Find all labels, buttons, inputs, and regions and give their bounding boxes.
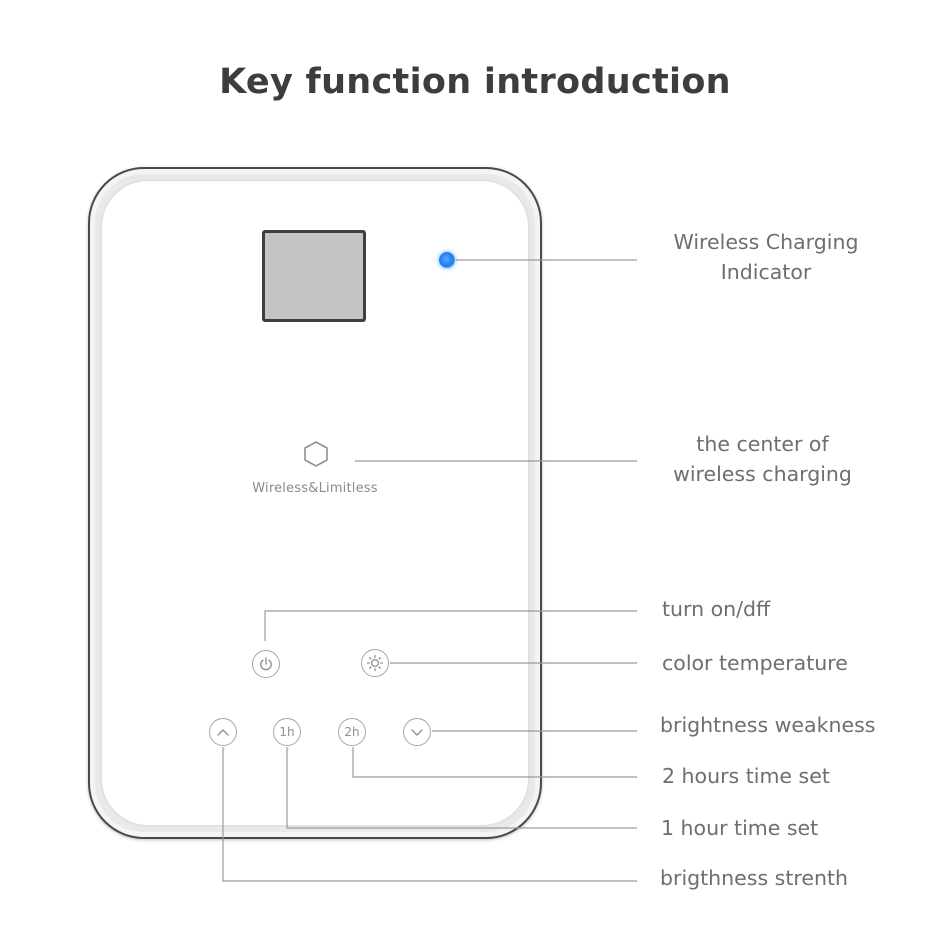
- hexagon-icon: [304, 441, 328, 467]
- label-brightness-down: brightness weakness: [660, 713, 876, 737]
- label-two-hour: 2 hours time set: [662, 764, 830, 788]
- label-power: turn on/dff: [662, 597, 771, 621]
- chevron-down-icon: [411, 729, 423, 736]
- brand-text: Wireless&Limitless: [252, 481, 378, 496]
- power-icon: [260, 657, 272, 671]
- label-wireless-indicator: Wireless Charging Indicator: [650, 227, 882, 287]
- brightness-down-button[interactable]: [403, 718, 431, 746]
- brightness-up-button[interactable]: [209, 718, 237, 746]
- one-hour-timer-button[interactable]: 1h: [273, 718, 301, 746]
- label-wireless-indicator-line2: Indicator: [720, 260, 812, 284]
- wireless-charging-indicator-light: [439, 252, 455, 268]
- device-display: [262, 230, 366, 322]
- one-hour-timer-label: 1h: [279, 725, 295, 739]
- page-title: Key function introduction: [219, 62, 731, 102]
- label-charging-center-line2: wireless charging: [673, 462, 852, 486]
- label-charging-center: the center of wireless charging: [650, 429, 875, 489]
- label-charging-center-line1: the center of: [696, 432, 829, 456]
- color-temperature-button[interactable]: [361, 649, 389, 677]
- two-hour-timer-button[interactable]: 2h: [338, 718, 366, 746]
- label-brightness-up: brigthness strenth: [660, 866, 848, 890]
- label-color-temperature: color temperature: [662, 651, 848, 675]
- sun-icon: [366, 654, 384, 672]
- power-button[interactable]: [252, 650, 280, 678]
- two-hour-timer-label: 2h: [344, 725, 360, 739]
- label-one-hour: 1 hour time set: [661, 816, 819, 840]
- label-wireless-indicator-line1: Wireless Charging: [673, 230, 859, 254]
- chevron-up-icon: [217, 729, 229, 736]
